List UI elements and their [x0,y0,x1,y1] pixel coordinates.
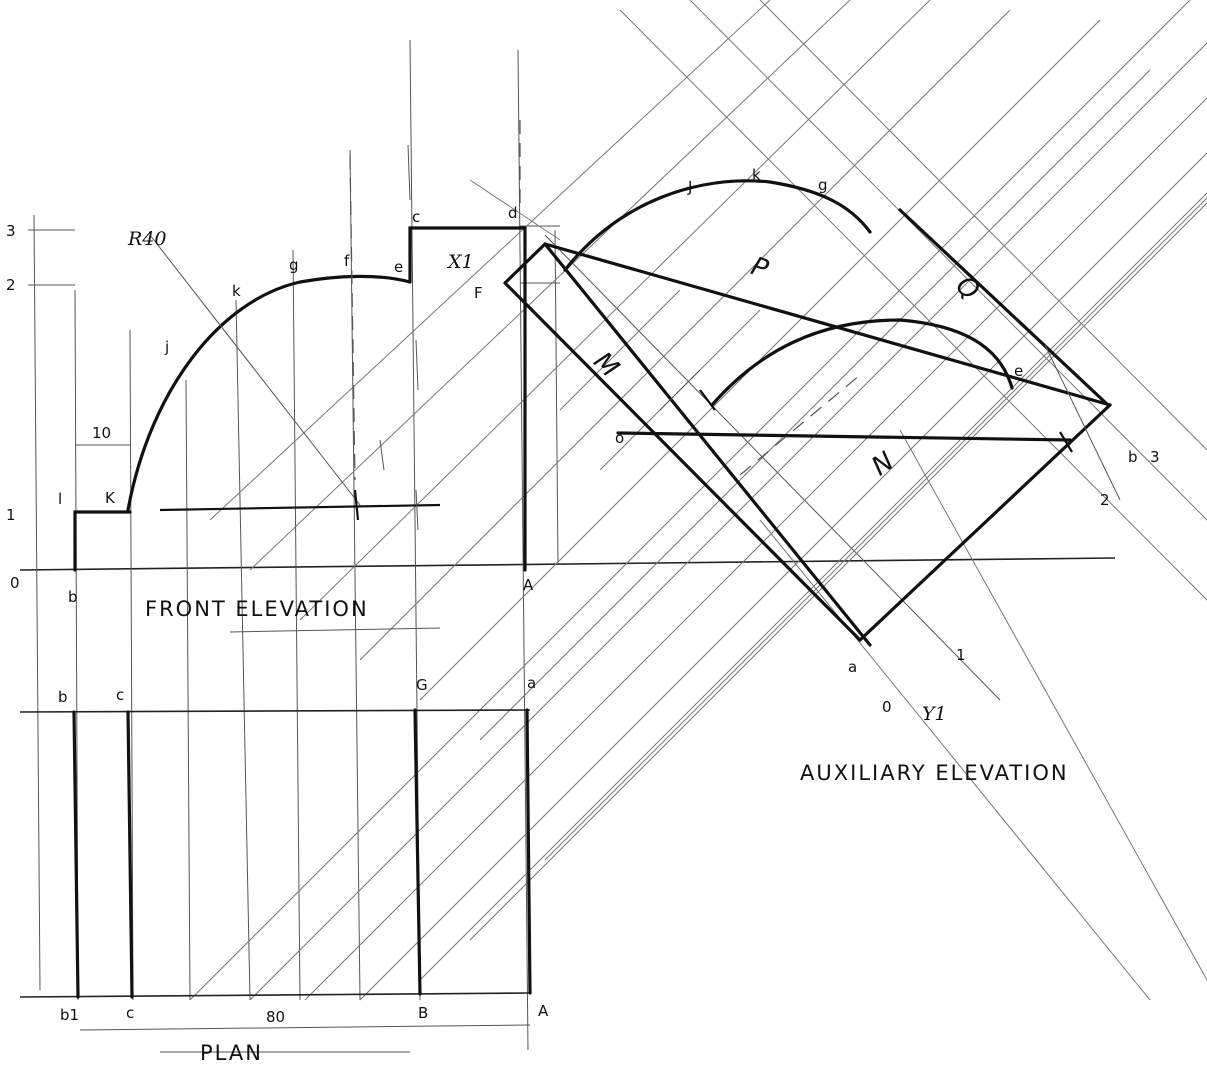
aux-point-g: g [818,176,828,194]
aux-point-f: F [474,284,483,302]
front-point-b: b [68,588,78,606]
front-point-e: e [394,258,403,276]
plan-title: PLAN [200,1041,263,1065]
front-point-l: l [58,490,62,508]
front-point-g: g [289,256,299,274]
face-m: M [587,346,624,383]
front-point-j: j [164,338,169,356]
front-point-d: d [508,204,518,222]
face-p: P [747,251,772,285]
width-dimension: 10 [92,424,111,442]
auxiliary-elevation [503,179,1121,647]
aux-label-y1: Y1 [922,703,947,725]
plan-point-bot-b: b1 [60,1006,79,1024]
plan-point-bot-c: c [126,1004,134,1022]
aux-point-k: k [752,166,761,184]
aux-point-3: 3 [1150,448,1160,466]
plan-point-bot-A: A [538,1002,549,1020]
plan-point-bot-B: B [418,1004,428,1022]
plan-point-top-c: c [116,686,124,704]
diagonal-projectors [189,0,1207,1001]
face-n: N [866,446,899,482]
front-point-k-arc: k [232,282,241,300]
perpendicular-projectors [469,0,1207,1001]
aux-point-j: J [687,178,692,196]
level-mark-2: 2 [6,276,16,294]
front-point-f: f [344,252,350,270]
plan-view [19,627,532,1053]
front-elevation [73,144,527,572]
auxiliary-elevation-title: AUXILIARY ELEVATION [800,761,1069,785]
level-mark-1: 1 [6,506,16,524]
aux-point-b: b [1128,448,1138,466]
aux-point-2: 2 [1100,491,1110,509]
length-dimension: 80 [266,1008,285,1026]
front-point-a: A [523,576,534,594]
radius-dimension: R40 [127,228,166,250]
aux-point-0: 0 [882,698,892,716]
level-mark-3: 3 [6,222,16,240]
aux-point-o: o [615,429,624,447]
aux-label-x1: X1 [446,251,474,273]
face-q: Q [950,270,985,306]
aux-point-1: 1 [956,646,966,664]
plan-point-top-a: a [527,674,536,692]
front-elevation-title: FRONT ELEVATION [145,597,369,621]
hidden-lines [349,120,861,481]
front-point-k-base: K [105,489,116,507]
aux-point-e: e [1014,362,1023,380]
labels: FRONT ELEVATION PLAN AUXILIARY ELEVATION… [6,166,1160,1065]
front-point-c: c [412,208,420,226]
level-mark-0: 0 [10,574,20,592]
aux-point-a: a [848,658,857,676]
plan-point-top-g: G [416,676,428,694]
plan-point-top-b: b [58,688,68,706]
